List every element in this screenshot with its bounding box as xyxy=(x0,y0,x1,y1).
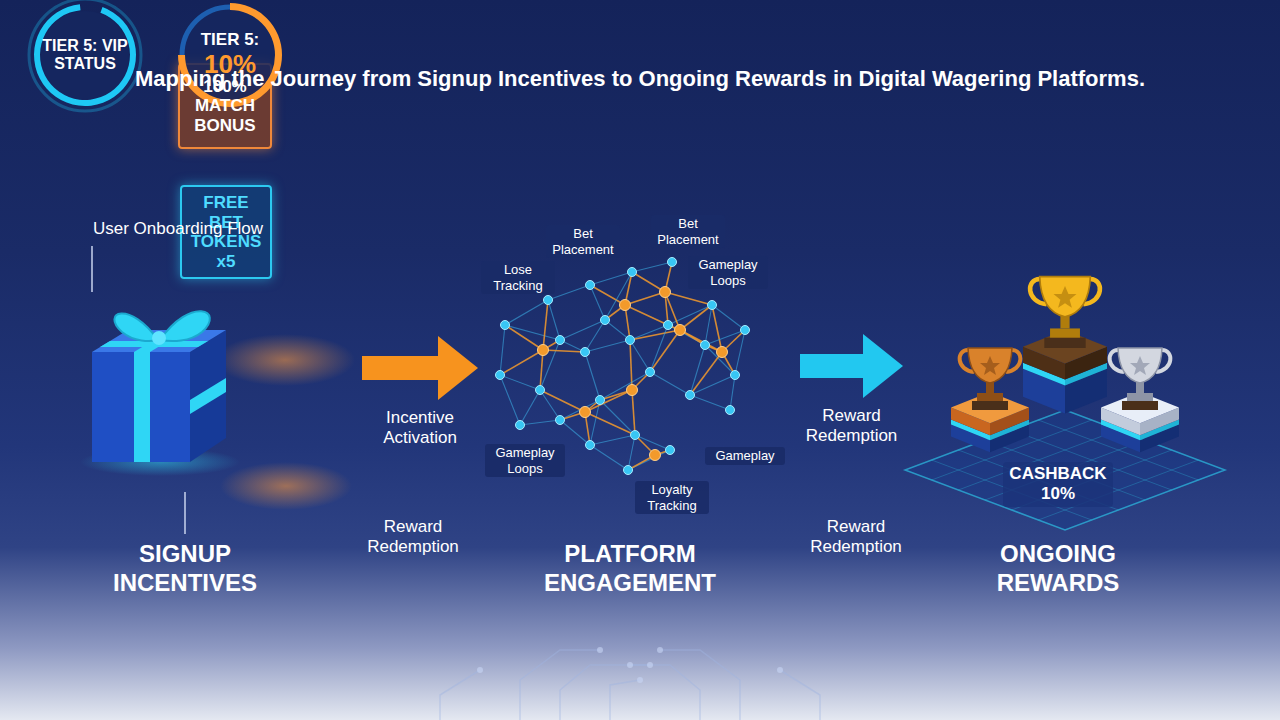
circuit-traces xyxy=(440,650,820,720)
tier-text: TIER 5: VIP STATUS xyxy=(38,37,132,74)
stage-heading: SIGNUP INCENTIVES xyxy=(90,540,280,598)
gift-box xyxy=(80,311,240,476)
leader-line xyxy=(91,246,93,292)
activity-label: Bet Placement xyxy=(651,215,725,248)
activity-label: Bet Placement xyxy=(546,225,620,258)
activity-label: Gameplay xyxy=(705,447,785,465)
tier-text: TIER 5: xyxy=(185,30,275,50)
cashback-label: CASHBACK 10% xyxy=(1003,462,1113,507)
step-label: Reward Redemption xyxy=(353,517,473,558)
flow-arrow xyxy=(362,356,438,380)
stage-heading: PLATFORM ENGAGEMENT xyxy=(535,540,725,598)
activity-label: Gameplay Loops xyxy=(688,256,768,289)
activity-label: Loyalty Tracking xyxy=(635,481,709,514)
activity-label: Lose Tracking xyxy=(481,261,555,294)
leader-line xyxy=(184,492,186,534)
arrow-label: Incentive Activation xyxy=(360,408,480,449)
tier-ring: TIER 5: VIP STATUS xyxy=(33,3,137,107)
stage-heading: ONGOING REWARDS xyxy=(963,540,1153,598)
step-label: Reward Redemption xyxy=(796,517,916,558)
flow-arrow xyxy=(800,354,863,378)
glow xyxy=(220,462,352,510)
flow-label: User Onboarding Flow xyxy=(93,219,263,239)
activity-label: Gameplay Loops xyxy=(485,444,565,477)
diagram-title: Mapping the Journey from Signup Incentiv… xyxy=(0,66,1280,92)
arrow-label: Reward Redemption xyxy=(792,406,912,447)
glow xyxy=(215,334,355,386)
podiums xyxy=(951,277,1179,453)
stage-region: ONGOING REWARDS xyxy=(905,200,1235,610)
circuit-dots xyxy=(477,647,783,683)
floor-grid xyxy=(905,410,1225,530)
